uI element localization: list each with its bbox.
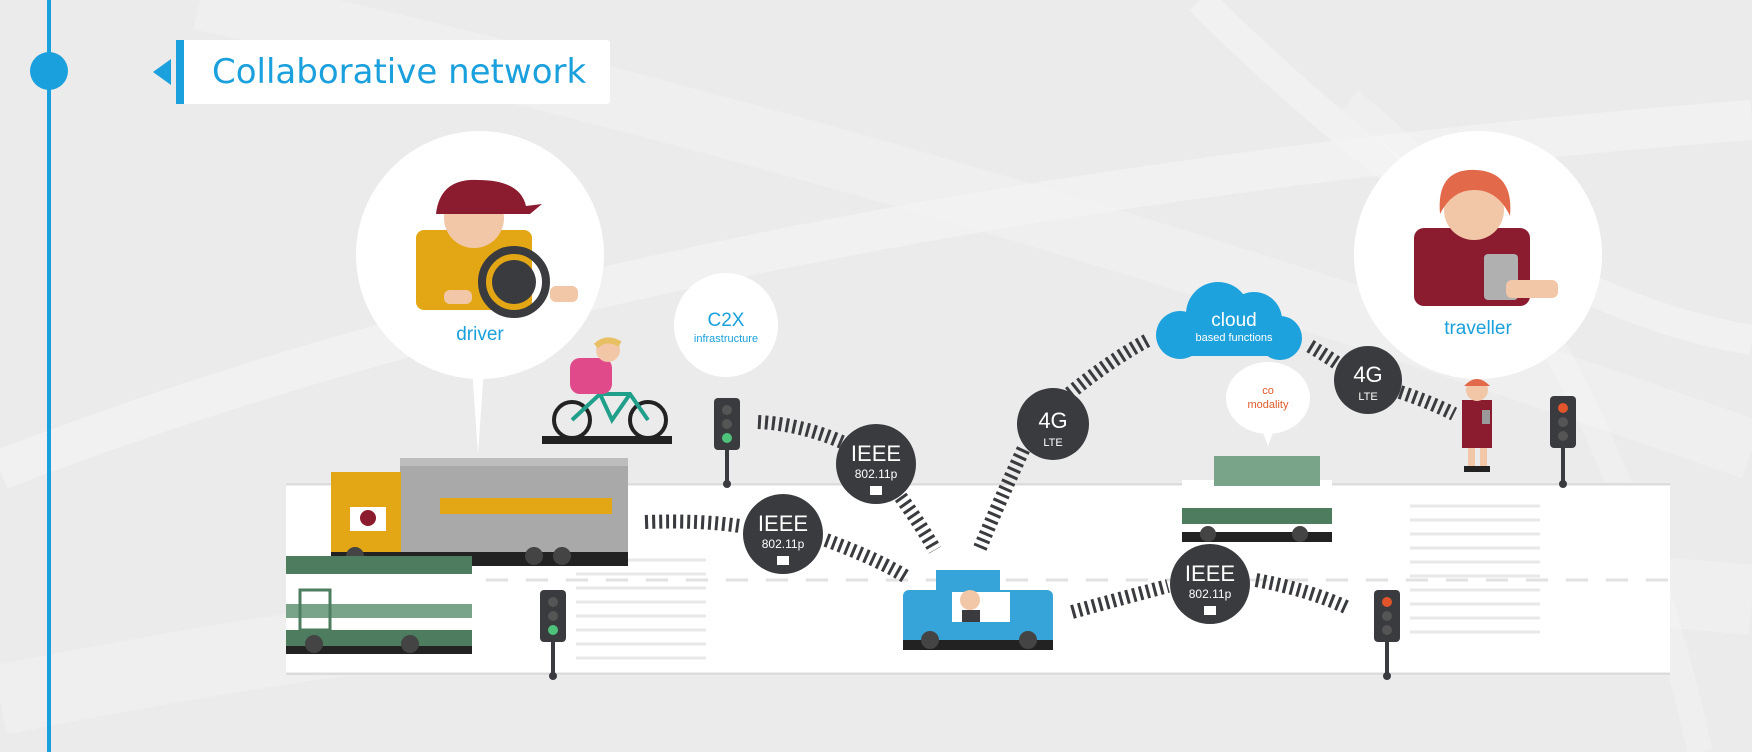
link-badge <box>836 424 916 504</box>
link-subtitle: 802.11p <box>855 467 898 481</box>
pedestrian-icon <box>1462 379 1492 472</box>
link-subtitle: LTE <box>1358 391 1377 403</box>
crosswalk-left <box>576 558 706 660</box>
traffic-light-icon <box>540 590 566 680</box>
van-icon <box>1182 456 1332 542</box>
driver-bubble <box>356 131 604 454</box>
traffic-light-icon <box>1374 590 1400 680</box>
link-subtitle: LTE <box>1043 437 1062 449</box>
timeline <box>30 0 68 752</box>
link-title: 4G <box>1353 362 1382 387</box>
link-badge <box>1017 388 1089 460</box>
page-title: Collaborative network <box>212 52 587 92</box>
cloud-title: cloud <box>1211 310 1256 331</box>
driver-label: driver <box>456 324 504 345</box>
c2x-title: C2X <box>708 310 745 331</box>
traveller-label: traveller <box>1444 318 1512 339</box>
signal-arc <box>1059 333 1152 404</box>
link-title: IEEE <box>851 441 901 466</box>
signal-arcs <box>644 333 1458 619</box>
timeline-line <box>47 0 51 752</box>
traffic-light-icon <box>1550 396 1576 488</box>
car-icon <box>903 570 1053 650</box>
traffic-light-icon <box>714 398 740 488</box>
crosswalk-right <box>1410 504 1540 634</box>
traveller-bubble <box>1354 131 1602 379</box>
title-accent-bar <box>176 40 184 104</box>
signal-arc <box>1254 573 1351 615</box>
co-subtitle: modality <box>1248 399 1289 411</box>
timeline-dot <box>30 52 68 90</box>
link-badge <box>1334 346 1402 414</box>
link-subtitle: 802.11p <box>762 537 805 551</box>
link-title: IEEE <box>758 511 808 536</box>
cloud-subtitle: based functions <box>1195 332 1273 344</box>
c2x-subtitle: infrastructure <box>694 333 758 345</box>
signal-arc <box>644 514 742 533</box>
signal-arc <box>1070 579 1170 619</box>
bus-icon <box>286 556 472 654</box>
title-pointer <box>153 59 171 85</box>
signal-arc <box>757 415 845 449</box>
link-badge <box>1170 544 1250 624</box>
link-title: IEEE <box>1185 561 1235 586</box>
title-card: Collaborative network <box>176 40 610 104</box>
bicycle-icon <box>542 337 672 444</box>
link-subtitle: 802.11p <box>1189 587 1232 601</box>
steering-wheel-icon <box>478 246 550 318</box>
link-badge <box>743 494 823 574</box>
c2x-bubble <box>674 273 778 377</box>
link-title: 4G <box>1038 408 1067 433</box>
co-title: co <box>1262 385 1274 397</box>
signal-arc <box>823 533 912 584</box>
truck-icon <box>331 458 628 566</box>
signal-arc <box>1397 385 1458 421</box>
co-modality-bubble <box>1226 362 1310 446</box>
cloud-icon <box>1156 282 1302 360</box>
